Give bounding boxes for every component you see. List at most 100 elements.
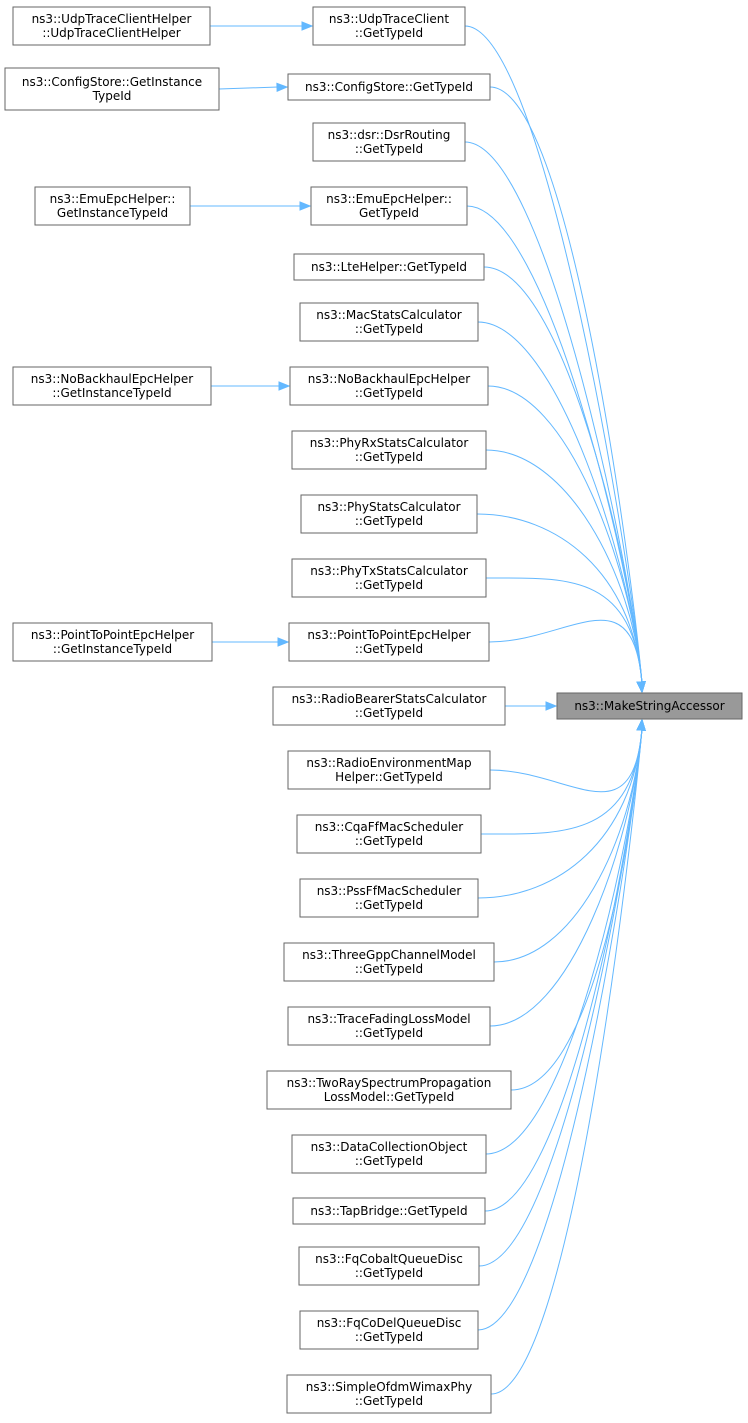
- caller-node-c17[interactable]: ns3::TraceFadingLossModel::GetTypeId: [287, 1006, 491, 1046]
- node-label: ns3::TraceFadingLossModel: [307, 1012, 470, 1026]
- node-label: ::GetTypeId: [355, 1026, 423, 1040]
- edge-c3: [464, 141, 643, 684]
- caller-node-c21[interactable]: ns3::FqCobaltQueueDisc::GetTypeId: [298, 1246, 480, 1286]
- node-label: ns3::TapBridge::GetTypeId: [310, 1204, 467, 1218]
- caller-node-g2[interactable]: ns3::ConfigStore::GetInstanceTypeId: [4, 67, 220, 111]
- node-label: ::GetTypeId: [355, 386, 423, 400]
- arrowhead-c12: [545, 701, 558, 711]
- edge-g2: [218, 86, 279, 90]
- edge-c15: [477, 728, 643, 899]
- node-label: ns3::PhyTxStatsCalculator: [310, 564, 468, 578]
- node-label: ::GetTypeId: [355, 578, 423, 592]
- caller-node-c15[interactable]: ns3::PssFfMacScheduler::GetTypeId: [299, 878, 479, 918]
- edge-c5: [483, 266, 643, 684]
- edge-c22: [477, 728, 643, 1331]
- node-label: ::GetTypeId: [355, 322, 423, 336]
- caller-node-c20[interactable]: ns3::TapBridge::GetTypeId: [292, 1197, 486, 1225]
- caller-node-c3[interactable]: ns3::dsr::DsrRouting::GetTypeId: [312, 122, 466, 162]
- node-box: [292, 1197, 486, 1225]
- node-label: ns3::MacStatsCalculator: [316, 308, 462, 322]
- node-label: GetInstanceTypeId: [57, 206, 168, 220]
- node-label: ns3::EmuEpcHelper::: [326, 192, 452, 206]
- node-label: ::GetTypeId: [355, 1330, 423, 1344]
- node-box: [266, 1070, 512, 1110]
- caller-node-g5[interactable]: ns3::PointToPointEpcHelper::GetInstanceT…: [12, 622, 213, 662]
- caller-node-c6[interactable]: ns3::MacStatsCalculator::GetTypeId: [299, 302, 479, 342]
- node-label: ::GetTypeId: [355, 706, 423, 720]
- node-label: ns3::CqaFfMacScheduler: [315, 820, 464, 834]
- caller-node-c16[interactable]: ns3::ThreeGppChannelModel::GetTypeId: [283, 942, 495, 982]
- node-label: ::GetTypeId: [355, 834, 423, 848]
- node-label: ns3::TwoRaySpectrumPropagation: [287, 1076, 492, 1090]
- node-label: ns3::MakeStringAccessor: [574, 699, 724, 713]
- node-label: ns3::EmuEpcHelper::: [50, 192, 176, 206]
- caller-node-c2[interactable]: ns3::ConfigStore::GetTypeId: [287, 73, 491, 101]
- node-label: ::GetTypeId: [355, 450, 423, 464]
- caller-node-c8[interactable]: ns3::PhyRxStatsCalculator::GetTypeId: [291, 430, 487, 470]
- node-label: ::GetInstanceTypeId: [52, 386, 171, 400]
- node-label: ns3::LteHelper::GetTypeId: [311, 260, 467, 274]
- node-box: [291, 430, 487, 470]
- node-label: ns3::FqCoDelQueueDisc: [317, 1316, 462, 1330]
- target-node[interactable]: ns3::MakeStringAccessor: [556, 692, 743, 720]
- node-label: ::GetTypeId: [355, 962, 423, 976]
- node-label: ns3::NoBackhaulEpcHelper: [31, 372, 193, 386]
- edge-c20: [484, 728, 643, 1212]
- caller-node-g3[interactable]: ns3::EmuEpcHelper::GetInstanceTypeId: [34, 186, 191, 226]
- node-label: ns3::FqCobaltQueueDisc: [315, 1252, 463, 1266]
- nodes-layer: ns3::MakeStringAccessor ns3::UdpTraceClie…: [4, 6, 743, 1414]
- node-box: [299, 878, 479, 918]
- caller-node-g4[interactable]: ns3::NoBackhaulEpcHelper::GetInstanceTyp…: [12, 366, 212, 406]
- caller-node-c4[interactable]: ns3::EmuEpcHelper::GetTypeId: [310, 186, 468, 226]
- caller-node-c10[interactable]: ns3::PhyTxStatsCalculator::GetTypeId: [291, 558, 487, 598]
- edge-c14: [480, 728, 643, 835]
- edge-c10: [485, 577, 643, 684]
- node-label: ::GetTypeId: [355, 1266, 423, 1280]
- caller-node-c23[interactable]: ns3::SimpleOfdmWimaxPhy::GetTypeId: [286, 1374, 492, 1414]
- node-box: [291, 1134, 487, 1174]
- node-label: ns3::NoBackhaulEpcHelper: [308, 372, 470, 386]
- node-label: ::UdpTraceClientHelper: [42, 26, 180, 40]
- caller-node-c13[interactable]: ns3::RadioEnvironmentMapHelper::GetTypeI…: [287, 750, 491, 790]
- node-label: ns3::SimpleOfdmWimaxPhy: [306, 1380, 473, 1394]
- caller-node-c5[interactable]: ns3::LteHelper::GetTypeId: [293, 253, 485, 281]
- node-label: ::GetTypeId: [355, 1394, 423, 1408]
- arrowhead-g5: [277, 637, 290, 647]
- node-label: ns3::PssFfMacScheduler: [317, 884, 462, 898]
- node-box: [12, 622, 213, 662]
- node-box: [287, 1006, 491, 1046]
- caller-node-c19[interactable]: ns3::DataCollectionObject::GetTypeId: [291, 1134, 487, 1174]
- node-box: [556, 692, 743, 720]
- edge-c8: [485, 449, 643, 684]
- node-label: ns3::DataCollectionObject: [311, 1140, 468, 1154]
- node-label: LossModel::GetTypeId: [324, 1090, 455, 1104]
- caller-node-c18[interactable]: ns3::TwoRaySpectrumPropagationLossModel:…: [266, 1070, 512, 1110]
- node-label: ::GetTypeId: [355, 642, 423, 656]
- node-label: ::GetInstanceTypeId: [53, 642, 172, 656]
- edge-c18: [510, 728, 643, 1091]
- node-label: ::GetTypeId: [355, 514, 423, 528]
- arrowhead-c11: [636, 681, 646, 694]
- node-label: ns3::PhyRxStatsCalculator: [310, 436, 469, 450]
- node-label: ns3::UdpTraceClientHelper: [32, 12, 192, 26]
- caller-node-c9[interactable]: ns3::PhyStatsCalculator::GetTypeId: [300, 494, 478, 534]
- caller-node-c7[interactable]: ns3::NoBackhaulEpcHelper::GetTypeId: [289, 366, 489, 406]
- node-box: [12, 6, 211, 46]
- caller-node-c1[interactable]: ns3::UdpTraceClient::GetTypeId: [312, 6, 466, 46]
- caller-node-g1[interactable]: ns3::UdpTraceClientHelper::UdpTraceClien…: [12, 6, 211, 46]
- node-box: [312, 6, 466, 46]
- node-label: ns3::ConfigStore::GetTypeId: [305, 80, 473, 94]
- node-label: ns3::ConfigStore::GetInstance: [22, 75, 202, 89]
- node-box: [291, 558, 487, 598]
- edge-c4: [466, 205, 643, 684]
- node-label: GetTypeId: [359, 206, 419, 220]
- edge-c1: [464, 25, 643, 684]
- caller-node-c22[interactable]: ns3::FqCoDelQueueDisc::GetTypeId: [299, 1310, 479, 1350]
- edge-c11: [488, 619, 643, 684]
- caller-node-c11[interactable]: ns3::PointToPointEpcHelper::GetTypeId: [288, 622, 490, 662]
- node-box: [299, 302, 479, 342]
- edge-c23: [490, 728, 643, 1395]
- caller-node-c12[interactable]: ns3::RadioBearerStatsCalculator::GetType…: [272, 686, 506, 726]
- caller-node-c14[interactable]: ns3::CqaFfMacScheduler::GetTypeId: [296, 814, 482, 854]
- edges-layer: [190, 21, 646, 1395]
